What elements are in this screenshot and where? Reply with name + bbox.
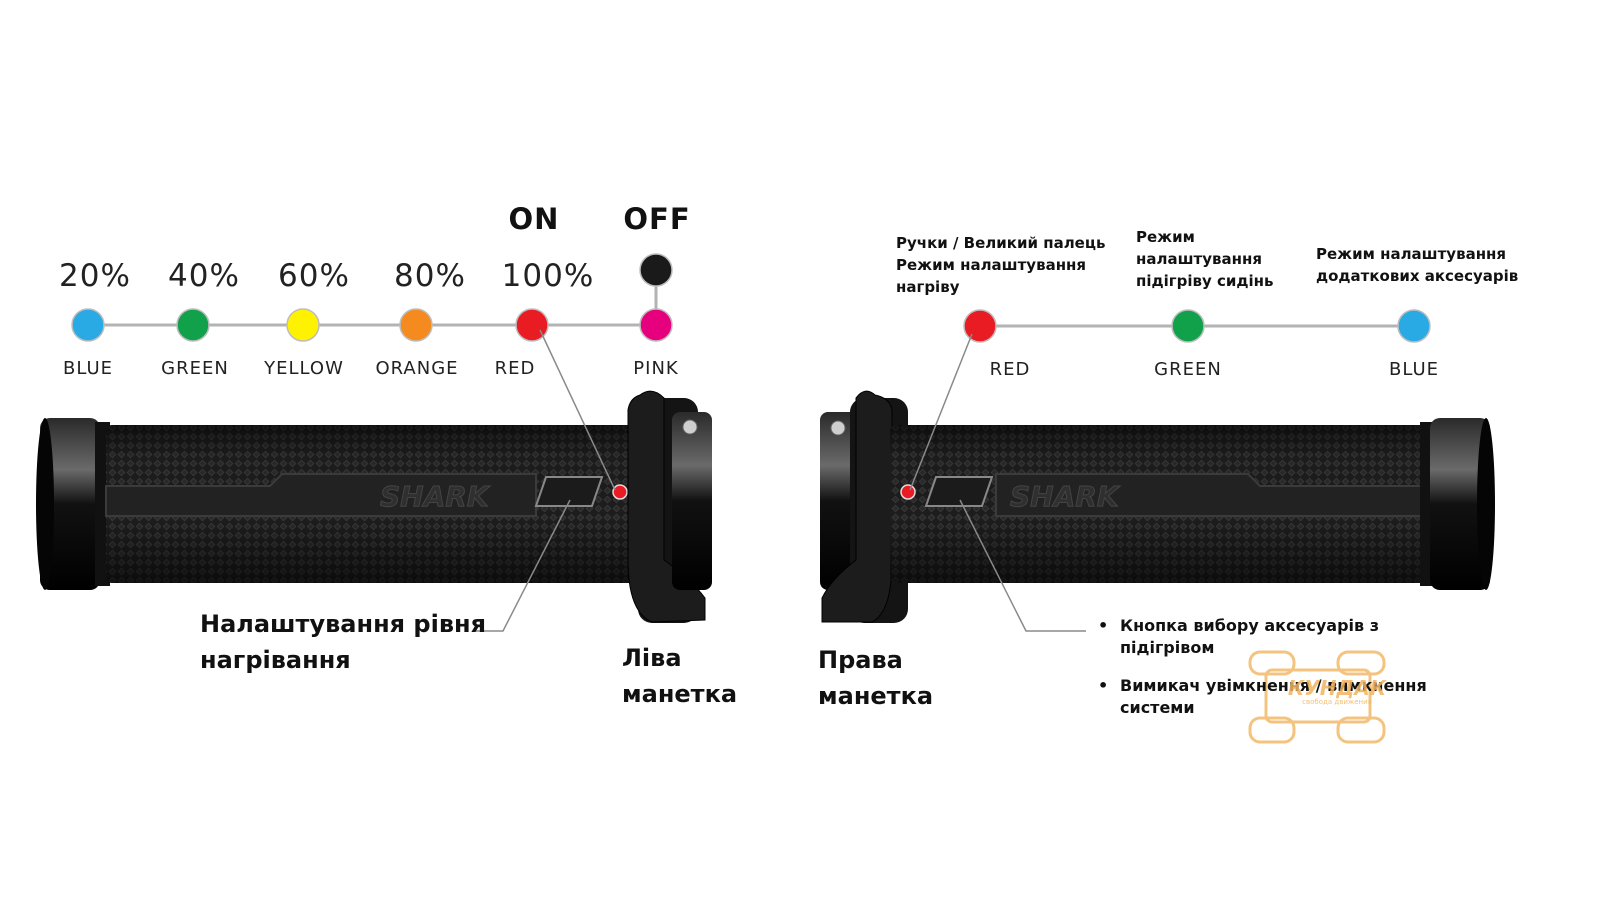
right-grip-caption: Права манетка (818, 646, 934, 710)
mode-red-description: Ручки / Великий палець Режим налаштуванн… (896, 234, 1106, 296)
right-grip-brand: SHARK (1010, 480, 1121, 513)
right-grip-button-plate (924, 476, 994, 507)
left-dot-yellow (286, 308, 320, 342)
bullet-accessory-button: Кнопка вибору аксесуарів з підігрівом (1098, 615, 1520, 659)
color-name-red: RED (494, 358, 536, 379)
left-dot-orange (399, 308, 433, 342)
left-grip-clamp (672, 412, 712, 590)
percent-60: 60% (278, 258, 350, 294)
off-label: OFF (623, 202, 691, 236)
color-name-pink: PINK (633, 358, 679, 379)
color-name-blue: BLUE (62, 358, 114, 379)
right-grip-end-cap (1430, 418, 1490, 590)
mode-green-description: Режим налаштування підігріву сидінь (1136, 228, 1274, 290)
left-dot-pink (639, 308, 673, 342)
watermark-tagline: свобода движения (1302, 698, 1372, 706)
percent-100: 100% (501, 258, 595, 294)
percent-40: 40% (168, 258, 240, 294)
watermark-name: КУНДАК (1287, 676, 1387, 700)
off-dot (639, 253, 673, 287)
right-grip-clamp-bolt (830, 420, 846, 436)
on-label: ON (508, 202, 560, 236)
mode-blue-description: Режим налаштування додаткових аксесуарів (1316, 245, 1519, 285)
left-grip-led-indicator (612, 484, 628, 500)
left-grip-end-cap (40, 418, 100, 590)
right-grip: SHARK (820, 390, 1495, 623)
left-grip: SHARK (36, 390, 712, 623)
left-grip-caption: Ліва манетка (622, 644, 738, 708)
left-dot-green (176, 308, 210, 342)
right-dot-blue (1397, 309, 1431, 343)
right-color-name-green: GREEN (1154, 359, 1222, 380)
button-leader (959, 499, 1086, 632)
right-dot-red (963, 309, 997, 343)
percent-80: 80% (394, 258, 466, 294)
left-grip-thumb-lever (627, 390, 706, 623)
left-grip-button-plate (534, 476, 604, 507)
heat-level-caption: Налаштування рівня нагрівання (200, 610, 486, 674)
left-led-leader (539, 329, 616, 491)
color-name-green: GREEN (161, 358, 229, 379)
left-grip-clamp-bolt (682, 419, 698, 435)
percent-20: 20% (59, 258, 131, 294)
left-dot-red (515, 308, 549, 342)
color-name-orange: ORANGE (375, 358, 459, 379)
left-dot-blue (71, 308, 105, 342)
right-grip-led-indicator (900, 484, 916, 500)
right-dot-green (1171, 309, 1205, 343)
bullet-power-switch: Вимикач увімкнення / вимкнення системи (1098, 675, 1500, 719)
right-color-name-blue: BLUE (1388, 359, 1440, 380)
right-color-name-red: RED (989, 359, 1031, 380)
left-grip-brand: SHARK (380, 480, 491, 513)
heat-level-leader (474, 499, 571, 632)
right-grip-thumb-lever (821, 390, 893, 623)
color-name-yellow: YELLOW (264, 358, 344, 379)
right-led-leader (909, 333, 973, 491)
